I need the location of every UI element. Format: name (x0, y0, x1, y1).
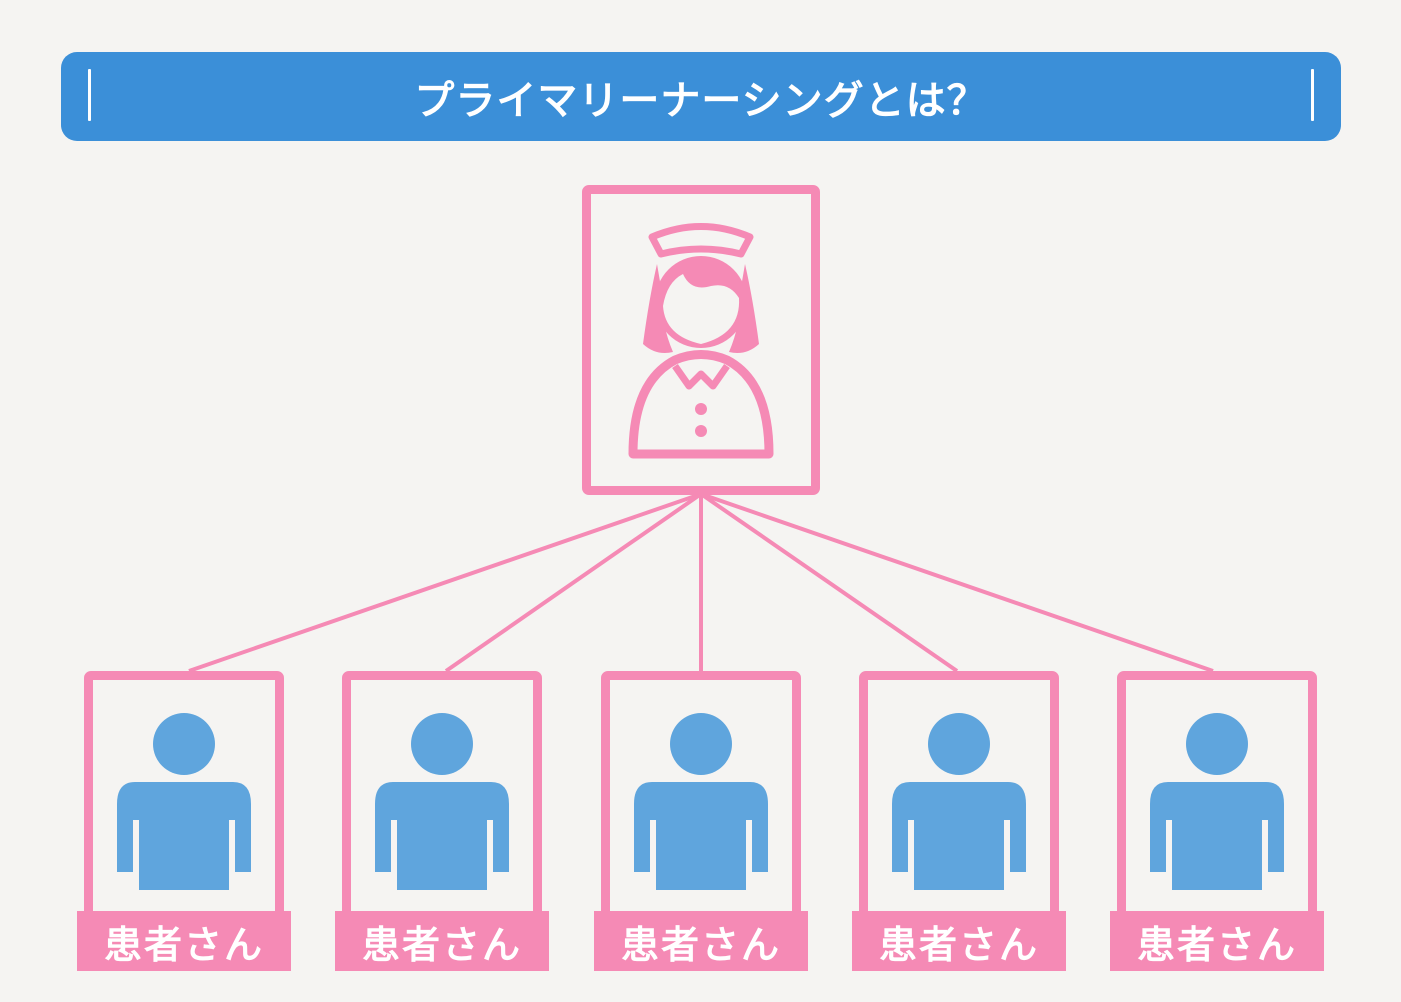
patient-label: 患者さん (594, 911, 808, 971)
title-right-bar (1311, 69, 1314, 121)
diagram-title: プライマリーナーシングとは？ (414, 77, 988, 124)
patient-label: 患者さん (1110, 911, 1324, 971)
connector-line-4 (699, 492, 959, 673)
person-icon (634, 713, 768, 890)
connector-line-5 (700, 492, 1214, 673)
title-banner: プライマリーナーシングとは？ (61, 52, 1341, 141)
person-icon (117, 713, 251, 890)
patient-label: 患者さん (335, 911, 549, 971)
connector-line-1 (188, 492, 702, 673)
person-icon (1150, 713, 1284, 890)
title-left-bar (88, 69, 91, 121)
person-icon (892, 713, 1026, 890)
patient-label: 患者さん (852, 911, 1066, 971)
nurse-card (582, 185, 820, 495)
person-icon (375, 713, 509, 890)
nurse-icon (628, 223, 774, 459)
patient-label: 患者さん (77, 911, 291, 971)
connector-line-2 (444, 492, 703, 673)
